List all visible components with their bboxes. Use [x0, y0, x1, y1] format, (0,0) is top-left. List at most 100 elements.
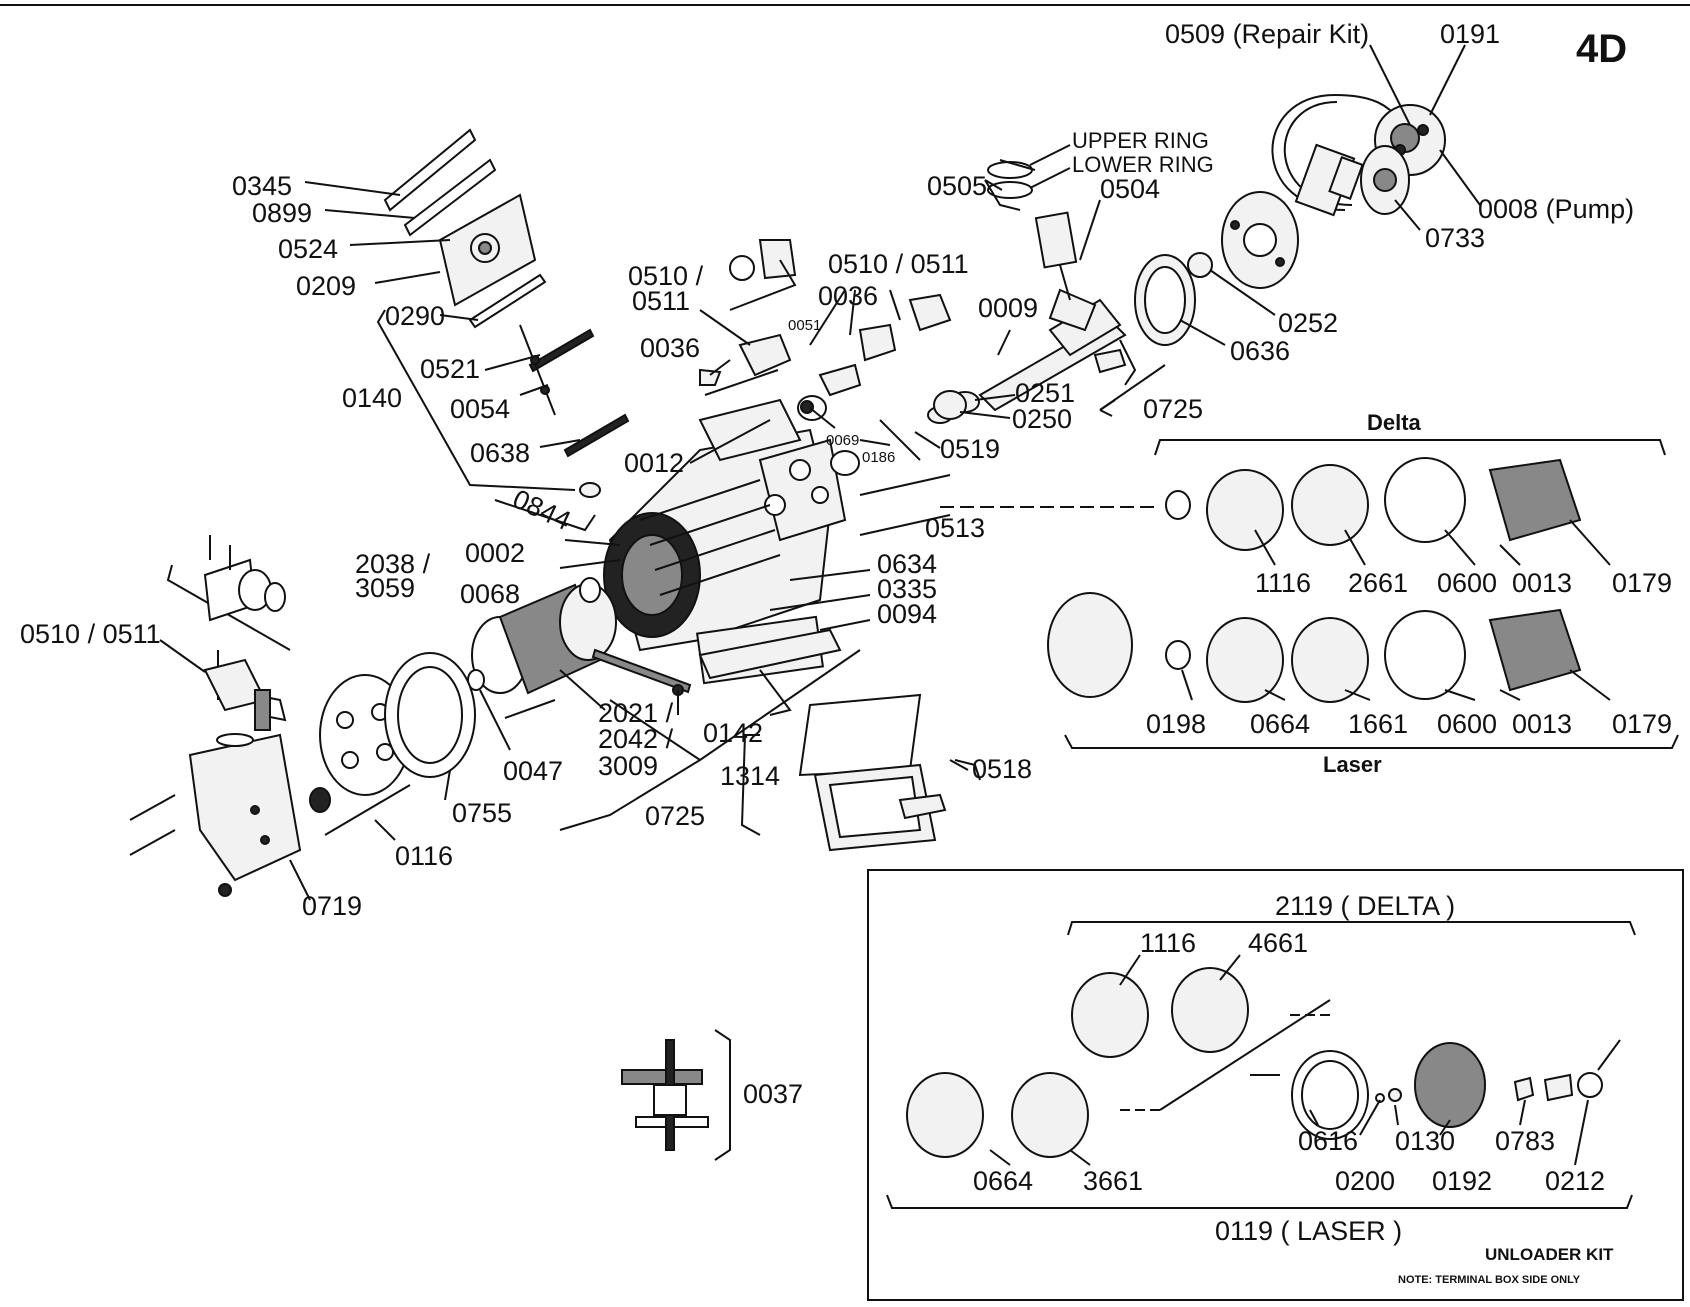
label-0252: 0252 — [1278, 308, 1338, 338]
mount-0037 — [621, 1029, 731, 1161]
label-unloader-kit: UNLOADER KIT — [1485, 1245, 1614, 1264]
label-kit-0212: 0212 — [1545, 1166, 1605, 1196]
label-laser-0664: 0664 — [1250, 709, 1310, 739]
label-3009: 3009 — [598, 751, 658, 781]
label-0209: 0209 — [296, 271, 356, 301]
label-0069: 0069 — [826, 432, 859, 449]
bracket-0140 — [376, 309, 576, 491]
label-0094: 0094 — [877, 599, 937, 629]
label-0036-b: 0036 — [640, 333, 700, 363]
label-delta-2661: 2661 — [1348, 568, 1408, 598]
label-0051: 0051 — [788, 317, 821, 334]
label-upper-ring: UPPER RING — [1072, 128, 1209, 153]
end-cover-group — [129, 535, 476, 897]
label-0002: 0002 — [465, 538, 525, 568]
bracket-0505 — [984, 159, 1137, 386]
compressor-body — [603, 398, 847, 685]
label-0008-pump: 0008 (Pump) — [1478, 194, 1634, 224]
label-laser-1661: 1661 — [1348, 709, 1408, 739]
label-0518: 0518 — [972, 754, 1032, 784]
label-laser-0013: 0013 — [1512, 709, 1572, 739]
filter-and-pan-group — [467, 577, 981, 852]
label-laser-0179: 0179 — [1612, 709, 1672, 739]
leader-lines-pump — [1179, 44, 1481, 346]
brackets-body — [494, 259, 836, 532]
label-0116: 0116 — [395, 841, 453, 871]
label-laser: Laser — [1323, 752, 1382, 777]
label-0899: 0899 — [252, 198, 312, 228]
label-2038: 2038 / — [355, 549, 431, 579]
label-0733: 0733 — [1425, 223, 1485, 253]
label-0524: 0524 — [278, 234, 338, 264]
label-kit-0200: 0200 — [1335, 1166, 1395, 1196]
brackets-left — [324, 784, 411, 836]
cylinder-head-parts — [579, 239, 1160, 536]
leader-lines-crank — [914, 144, 1166, 449]
label-0510-right: 0510 / 0511 — [828, 249, 969, 279]
label-0719: 0719 — [302, 891, 362, 921]
label-laser-0600: 0600 — [1437, 709, 1497, 739]
leader-lines-kit — [989, 954, 1589, 1166]
label-kit-0664: 0664 — [973, 1166, 1033, 1196]
label-0510-top-b: 0511 — [632, 286, 690, 316]
label-0251: 0251 — [1015, 378, 1075, 408]
label-0725-bottom: 0725 — [645, 801, 705, 831]
crankshaft-group — [927, 161, 1127, 424]
label-0054: 0054 — [450, 394, 510, 424]
label-kit-delta: 2119 ( DELTA ) — [1275, 891, 1455, 921]
label-kit-3661: 3661 — [1083, 1166, 1143, 1196]
leader-lines-left — [159, 639, 451, 901]
label-0345: 0345 — [232, 171, 292, 201]
label-0186: 0186 — [862, 449, 895, 466]
unloader-kit-box — [867, 869, 1684, 1301]
cover-stack-group — [383, 128, 630, 458]
label-0636: 0636 — [1230, 336, 1290, 366]
label-0755: 0755 — [452, 798, 512, 828]
diagram-title: 4D — [1576, 27, 1627, 71]
label-laser-0198: 0198 — [1146, 709, 1206, 739]
label-0510-top-a: 0510 / — [628, 261, 704, 291]
label-1314: 1314 — [720, 761, 780, 791]
label-0191: 0191 — [1440, 19, 1500, 49]
label-0250: 0250 — [1012, 404, 1072, 434]
label-0047: 0047 — [503, 756, 563, 786]
oil-pump-group — [1134, 93, 1446, 346]
label-kit-0783: 0783 — [1495, 1126, 1555, 1156]
delta-laser-group — [1047, 439, 1679, 749]
label-kit-laser: 0119 ( LASER ) — [1215, 1216, 1402, 1246]
label-2042: 2042 / — [598, 724, 674, 754]
label-0634: 0634 — [877, 549, 937, 579]
label-0012: 0012 — [624, 448, 684, 478]
label-0521: 0521 — [420, 354, 480, 384]
label-0335: 0335 — [877, 574, 937, 604]
label-0140: 0140 — [342, 383, 402, 413]
label-kit-4661: 4661 — [1248, 928, 1308, 958]
label-0513: 0513 — [925, 513, 985, 543]
label-delta-1116: 1116 — [1255, 568, 1311, 598]
label-0638: 0638 — [470, 438, 530, 468]
label-0725-top: 0725 — [1143, 394, 1203, 424]
label-0519: 0519 — [940, 434, 1000, 464]
leader-lines-body — [559, 289, 901, 631]
label-kit-0616: 0616 — [1298, 1126, 1358, 1156]
leader-lines-pan — [479, 669, 969, 771]
label-0504: 0504 — [1100, 174, 1160, 204]
label-kit-0192: 0192 — [1432, 1166, 1492, 1196]
label-delta: Delta — [1367, 410, 1422, 435]
label-delta-0013: 0013 — [1512, 568, 1572, 598]
label-0009: 0009 — [978, 293, 1038, 323]
label-delta-0600: 0600 — [1437, 568, 1497, 598]
leader-lines-delta-laser — [1181, 519, 1611, 701]
label-0068: 0068 — [460, 579, 520, 609]
brackets-pan — [559, 649, 861, 836]
label-0037: 0037 — [743, 1079, 803, 1109]
label-0505: 0505 — [927, 171, 987, 201]
label-0510-left: 0510 / 0511 — [20, 619, 161, 649]
label-kit-0130: 0130 — [1395, 1126, 1455, 1156]
label-0509-repair-kit: 0509 (Repair Kit) — [1165, 19, 1369, 49]
label-0290: 0290 — [385, 301, 445, 331]
label-2021: 2021 / — [598, 698, 674, 728]
label-3059: 3059 — [355, 573, 415, 603]
label-kit-1116: 1116 — [1140, 928, 1196, 958]
